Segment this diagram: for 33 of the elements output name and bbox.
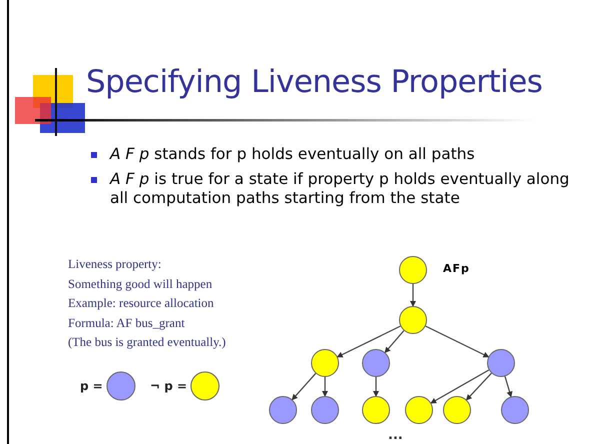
state-node <box>362 396 390 424</box>
state-node <box>399 306 427 334</box>
arrow <box>336 326 401 358</box>
state-node <box>362 349 390 377</box>
arrow <box>322 377 328 397</box>
arrow <box>430 369 490 404</box>
state-label: AFp <box>443 262 470 275</box>
bullet-text: A F p is true for a state if property p holds eventually along all computation paths starting from the state <box>110 170 570 208</box>
description-text: Liveness property: <box>68 257 162 272</box>
arrow <box>373 377 379 397</box>
bullet-text: A F p stands for p holds eventually on all paths <box>110 145 476 164</box>
legend-label: p = <box>80 379 103 393</box>
state-node <box>501 396 529 424</box>
description-text: Something good will happen <box>68 276 212 292</box>
description-text: Example: resource allocation <box>68 296 214 311</box>
arrow <box>410 284 416 307</box>
state-node <box>269 396 297 424</box>
arrow <box>292 373 316 400</box>
state-node <box>443 396 471 424</box>
state-node <box>405 396 433 424</box>
arrow <box>504 376 512 398</box>
description-text: (The bus is granted eventually.) <box>68 335 226 350</box>
state-node <box>311 396 339 424</box>
arrow <box>425 326 490 358</box>
arrow <box>384 330 404 354</box>
ellipsis-text: ... <box>388 428 403 443</box>
state-node <box>487 349 515 377</box>
state-node <box>399 256 427 284</box>
legend-label: ¬ p = <box>150 379 188 393</box>
slide-title: Specifying Liveness Properties <box>86 64 542 100</box>
description-text: Formula: AF bus_grant <box>68 316 185 330</box>
state-node <box>311 349 339 377</box>
arrow <box>466 372 492 400</box>
